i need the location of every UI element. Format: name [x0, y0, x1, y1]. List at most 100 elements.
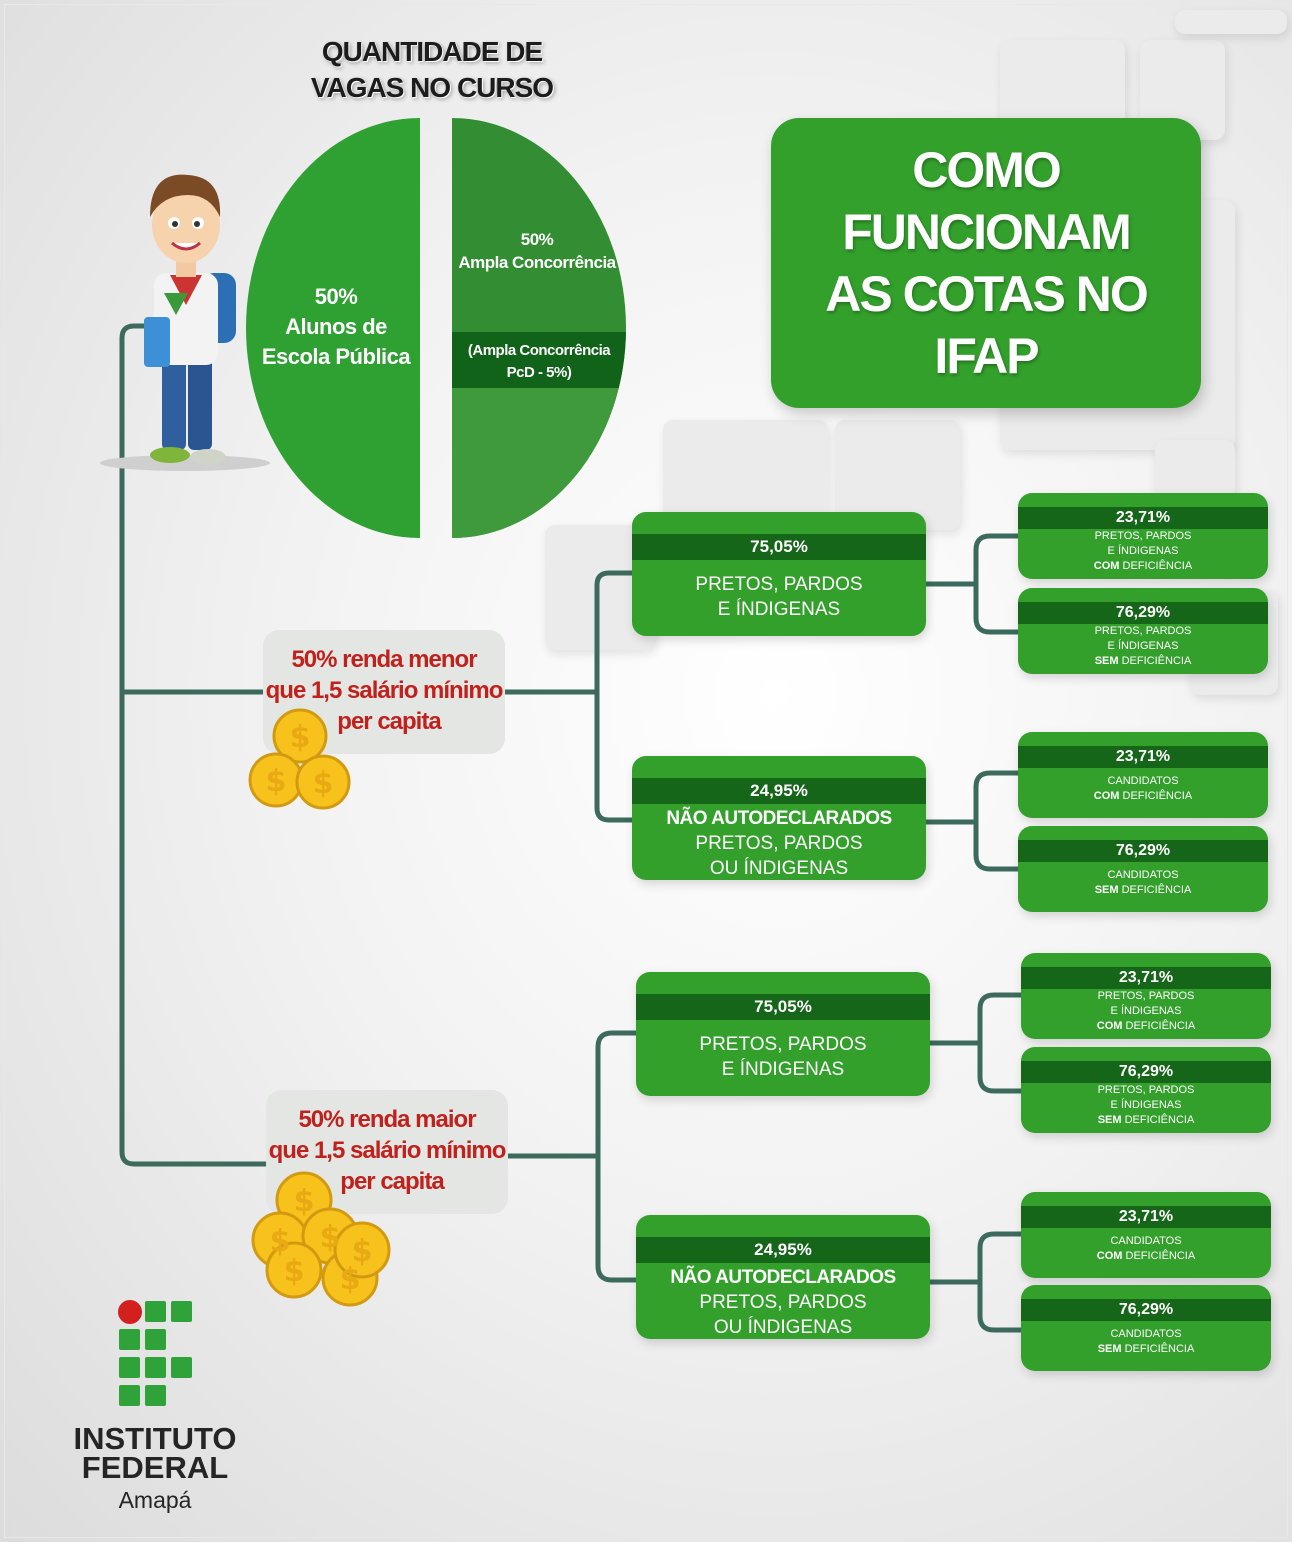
- svg-text:$: $: [266, 764, 287, 799]
- student-icon: [100, 174, 270, 471]
- pie-left-line2: Escola Pública: [261, 344, 411, 369]
- decor-square: [1175, 10, 1287, 34]
- pie-label-pcd: (Ampla Concorrência PcD - 5%): [452, 340, 626, 384]
- sub-bold: SEM: [1097, 1343, 1122, 1355]
- sub-rest: DEFICIÊNCIA: [1121, 1114, 1195, 1126]
- decor-square: [663, 420, 828, 525]
- decor-square: [835, 420, 960, 530]
- logo-line1: INSTITUTO: [73, 1421, 237, 1456]
- category-nao-high: 24,95% NÃO AUTODECLARADOS PRETOS, PARDOS…: [636, 1215, 930, 1339]
- sub-bold: COM: [1096, 1020, 1123, 1032]
- sub-line1: PRETOS, PARDOS: [1094, 625, 1192, 637]
- sub-ppi-com-high: 23,71% PRETOS, PARDOS E ÍNDIGENAS COM DE…: [1021, 953, 1271, 1039]
- income-low-text: 50% renda menor que 1,5 salário mínimo p…: [252, 644, 516, 737]
- svg-text:$: $: [313, 766, 334, 801]
- sub-pct: 23,71%: [1018, 746, 1268, 768]
- pie-pcd-line1: (Ampla Concorrência: [467, 342, 611, 359]
- sub-rest: DEFICIÊNCIA: [1122, 1250, 1196, 1262]
- sub-pct: 76,29%: [1021, 1061, 1271, 1083]
- sub-rest: DEFICIÊNCIA: [1118, 884, 1192, 896]
- sub-ppi-sem-high: 76,29% PRETOS, PARDOS E ÍNDIGENAS SEM DE…: [1021, 1047, 1271, 1133]
- pie-slice-pcd: [452, 332, 626, 388]
- category-line1: PRETOS, PARDOS: [699, 1034, 867, 1055]
- category-nao-low: 24,95% NÃO AUTODECLARADOS PRETOS, PARDOS…: [632, 756, 926, 880]
- logo-square: [119, 1329, 140, 1350]
- pie-left-line1: Alunos de: [285, 314, 387, 339]
- svg-text:$: $: [340, 1262, 361, 1297]
- income-high-line1: 50% renda maior: [298, 1106, 476, 1133]
- logo-dot: [118, 1300, 142, 1324]
- coins-icon: $$$: [248, 708, 351, 810]
- logo-square: [145, 1357, 166, 1378]
- logo-square: [171, 1301, 192, 1322]
- sub-bold: SEM: [1097, 1114, 1122, 1126]
- logo-square: [145, 1329, 166, 1350]
- sub-nao-sem-low: 76,29% CANDIDATOS SEM DEFICIÊNCIA: [1018, 826, 1268, 912]
- pie-title-line2: VAGAS NO CURSO: [310, 72, 554, 103]
- pie-left-pct: 50%: [314, 284, 358, 309]
- sub-pct: 76,29%: [1021, 1299, 1271, 1321]
- pie-title: QUANTIDADE DE VAGAS NO CURSO: [292, 34, 572, 106]
- sub-rest: DEFICIÊNCIA: [1119, 790, 1193, 802]
- sub-line1: CANDIDATOS: [1110, 1328, 1182, 1340]
- sub-bold: COM: [1096, 1250, 1123, 1262]
- sub-line2: E ÍNDIGENAS: [1107, 545, 1179, 557]
- category-pct: 75,05%: [636, 994, 930, 1020]
- sub-line1: CANDIDATOS: [1110, 1235, 1182, 1247]
- category-pct: 24,95%: [636, 1237, 930, 1263]
- sub-pct: 23,71%: [1021, 1206, 1271, 1228]
- title-line2: AS COTAS NO IFAP: [825, 266, 1149, 384]
- sub-bold: COM: [1093, 560, 1120, 572]
- sub-pct: 23,71%: [1021, 967, 1271, 989]
- sub-line1: PRETOS, PARDOS: [1094, 530, 1192, 542]
- logo-square: [119, 1385, 140, 1406]
- sub-line1: PRETOS, PARDOS: [1097, 1084, 1195, 1096]
- decor-square: [1155, 440, 1235, 500]
- sub-nao-com-low: 23,71% CANDIDATOS COM DEFICIÊNCIA: [1018, 732, 1268, 818]
- title-line1: COMO FUNCIONAM: [842, 142, 1132, 260]
- category-ppi-low: 75,05% PRETOS, PARDOS E ÍNDIGENAS: [632, 512, 926, 636]
- category-line3: OU ÍNDIGENAS: [709, 858, 849, 879]
- svg-text:$: $: [284, 1254, 305, 1289]
- pie-label-right: 50% Ampla Concorrência: [452, 228, 622, 274]
- income-low-line1: 50% renda menor: [291, 646, 477, 673]
- income-high-line2: que 1,5 salário mínimo: [268, 1137, 507, 1164]
- sub-line1: CANDIDATOS: [1107, 775, 1179, 787]
- pie-slice-escola-publica: [246, 118, 420, 538]
- svg-text:$: $: [290, 720, 311, 755]
- income-low-line2: que 1,5 salário mínimo: [265, 677, 504, 704]
- sub-nao-sem-high: 76,29% CANDIDATOS SEM DEFICIÊNCIA: [1021, 1285, 1271, 1371]
- logo-square: [119, 1357, 140, 1378]
- category-line1: PRETOS, PARDOS: [695, 574, 863, 595]
- category-line2: PRETOS, PARDOS: [699, 1292, 867, 1313]
- logo-line2: FEDERAL: [81, 1450, 229, 1485]
- income-high-text: 50% renda maior que 1,5 salário mínimo p…: [255, 1104, 519, 1197]
- income-high-line3: per capita: [340, 1168, 444, 1195]
- category-line2: PRETOS, PARDOS: [695, 833, 863, 854]
- page-frame: [4, 4, 1288, 1538]
- category-line2: E ÍNDIGENAS: [721, 1059, 845, 1080]
- category-ppi-high: 75,05% PRETOS, PARDOS E ÍNDIGENAS: [636, 972, 930, 1096]
- logo-name: INSTITUTO FEDERAL: [70, 1421, 240, 1485]
- sub-bold: SEM: [1094, 884, 1119, 896]
- pie-pcd-line2: PcD - 5%): [506, 364, 572, 381]
- sub-bold: COM: [1093, 790, 1120, 802]
- svg-text:$: $: [320, 1220, 341, 1255]
- sub-pct: 76,29%: [1018, 840, 1268, 862]
- sub-line2: E ÍNDIGENAS: [1107, 640, 1179, 652]
- category-line1: NÃO AUTODECLARADOS: [666, 808, 892, 829]
- sub-rest: DEFICIÊNCIA: [1122, 1020, 1196, 1032]
- svg-text:$: $: [270, 1224, 291, 1259]
- category-line3: OU ÍNDIGENAS: [713, 1317, 853, 1338]
- category-line1: NÃO AUTODECLARADOS: [670, 1267, 896, 1288]
- sub-pct: 23,71%: [1018, 507, 1268, 529]
- pie-right-label: Ampla Concorrência: [458, 253, 616, 272]
- sub-line1: CANDIDATOS: [1107, 869, 1179, 881]
- svg-text:$: $: [294, 1184, 315, 1219]
- sub-rest: DEFICIÊNCIA: [1119, 560, 1193, 572]
- pie-label-left: 50% Alunos de Escola Pública: [252, 282, 420, 372]
- sub-line1: PRETOS, PARDOS: [1097, 990, 1195, 1002]
- pie-right-pct: 50%: [520, 230, 554, 249]
- category-line2: E ÍNDIGENAS: [717, 599, 841, 620]
